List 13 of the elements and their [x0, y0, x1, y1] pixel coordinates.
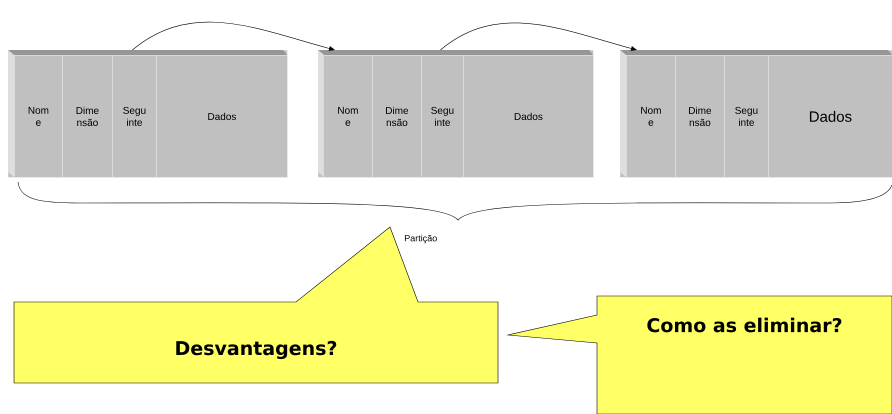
- record-field: Dime nsão: [372, 55, 422, 178]
- arrow: [440, 22, 637, 51]
- record-field: Nom e: [14, 55, 63, 178]
- record-field: Segu inte: [112, 55, 157, 178]
- record-field: Segu inte: [724, 55, 769, 178]
- record-field: Dime nsão: [62, 55, 113, 178]
- brace-label: Partição: [404, 234, 437, 244]
- record-field: Nom e: [626, 55, 676, 178]
- record-field: Dime nsão: [675, 55, 725, 178]
- record-field: Segu inte: [421, 55, 464, 178]
- speech-callout: Como as eliminar?: [506, 296, 892, 414]
- record-field: Nom e: [323, 55, 373, 178]
- arrow: [132, 22, 335, 51]
